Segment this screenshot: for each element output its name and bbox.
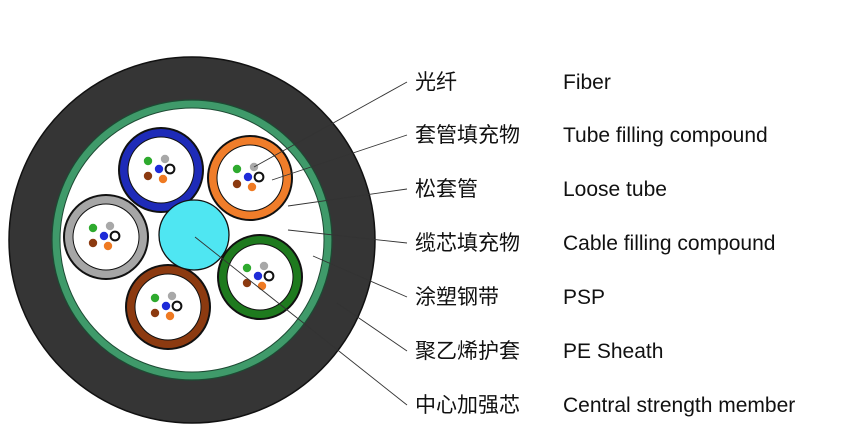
fiber: [105, 221, 115, 231]
fiber: [158, 174, 168, 184]
fiber: [164, 163, 176, 175]
leader-line: [194, 236, 408, 406]
brown-tube: [125, 264, 211, 350]
fiber: [243, 172, 253, 182]
label-zh: 光纤: [415, 70, 457, 94]
label-zh: 缆芯填充物: [415, 231, 520, 255]
label-en: Central strength member: [563, 394, 795, 417]
central-strength-member: [158, 199, 230, 271]
fiber: [247, 182, 257, 192]
fiber: [154, 164, 164, 174]
label-list: 光纤 Fiber 套管填充物 Tube filling compound 松套管 Loos…: [415, 70, 795, 417]
label-en: PE Sheath: [563, 340, 663, 363]
fiber: [150, 293, 160, 303]
fiber: [160, 154, 170, 164]
label-zh: 涂塑钢带: [415, 285, 499, 309]
label-zh: 松套管: [415, 177, 478, 201]
fiber: [88, 223, 98, 233]
label-en: PSP: [563, 286, 605, 309]
grey-tube: [63, 194, 149, 280]
fiber: [253, 171, 265, 183]
fiber: [257, 281, 267, 291]
fiber: [232, 164, 242, 174]
leader-line: [287, 229, 408, 244]
leader-lines: [194, 81, 408, 406]
fiber: [109, 230, 121, 242]
fiber: [143, 156, 153, 166]
fiber: [171, 300, 183, 312]
fiber: [232, 179, 242, 189]
fiber: [242, 263, 252, 273]
fiber: [263, 270, 275, 282]
label-en: Cable filling compound: [563, 232, 775, 255]
fiber: [165, 311, 175, 321]
orange-tube: [207, 135, 293, 221]
leader-line: [336, 302, 408, 352]
green-tube: [217, 234, 303, 320]
fiber: [88, 238, 98, 248]
fiber: [99, 231, 109, 241]
leader-line: [287, 188, 408, 207]
fiber: [161, 301, 171, 311]
fiber: [150, 308, 160, 318]
leader-line: [253, 81, 408, 168]
label-en: Loose tube: [563, 178, 667, 201]
blue-tube: [118, 127, 204, 213]
fiber: [253, 271, 263, 281]
leader-line: [271, 134, 408, 181]
fiber: [103, 241, 113, 251]
label-en: Fiber: [563, 71, 611, 94]
fiber: [167, 291, 177, 301]
fiber: [259, 261, 269, 271]
leader-line: [312, 255, 408, 298]
cable-cross-section: [8, 56, 376, 424]
label-zh: 套管填充物: [415, 123, 520, 147]
fiber: [242, 278, 252, 288]
label-zh: 聚乙烯护套: [415, 339, 520, 363]
label-en: Tube filling compound: [563, 124, 768, 147]
label-zh: 中心加强芯: [415, 393, 520, 417]
fiber: [143, 171, 153, 181]
